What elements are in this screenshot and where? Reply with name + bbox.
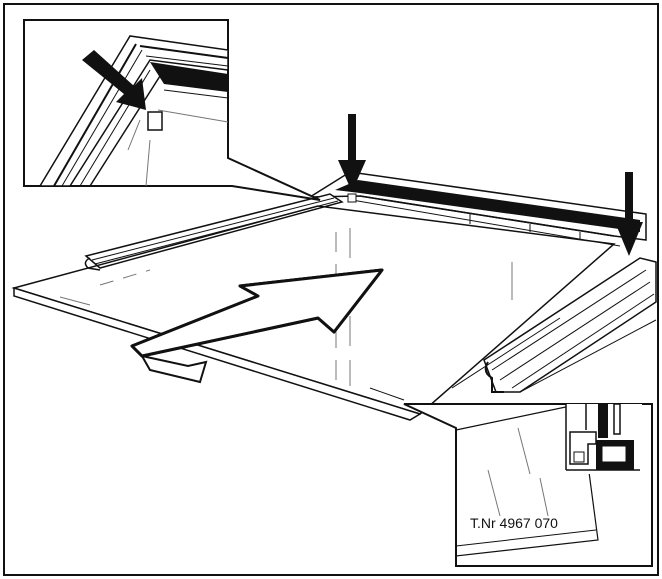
pointer-arrow-right (615, 172, 643, 256)
pointer-arrow-center (338, 114, 366, 203)
part-number-label: T.Nr 4967 070 (470, 515, 558, 531)
detail-inset-top-left (23, 19, 321, 201)
right-side-rail (451, 257, 657, 393)
inset-pointer-arrow (82, 50, 146, 110)
main-scene (11, 114, 657, 421)
profile-cross-section (565, 403, 642, 474)
detail-inset-bottom-right: T.Nr 4967 070 (403, 403, 653, 567)
